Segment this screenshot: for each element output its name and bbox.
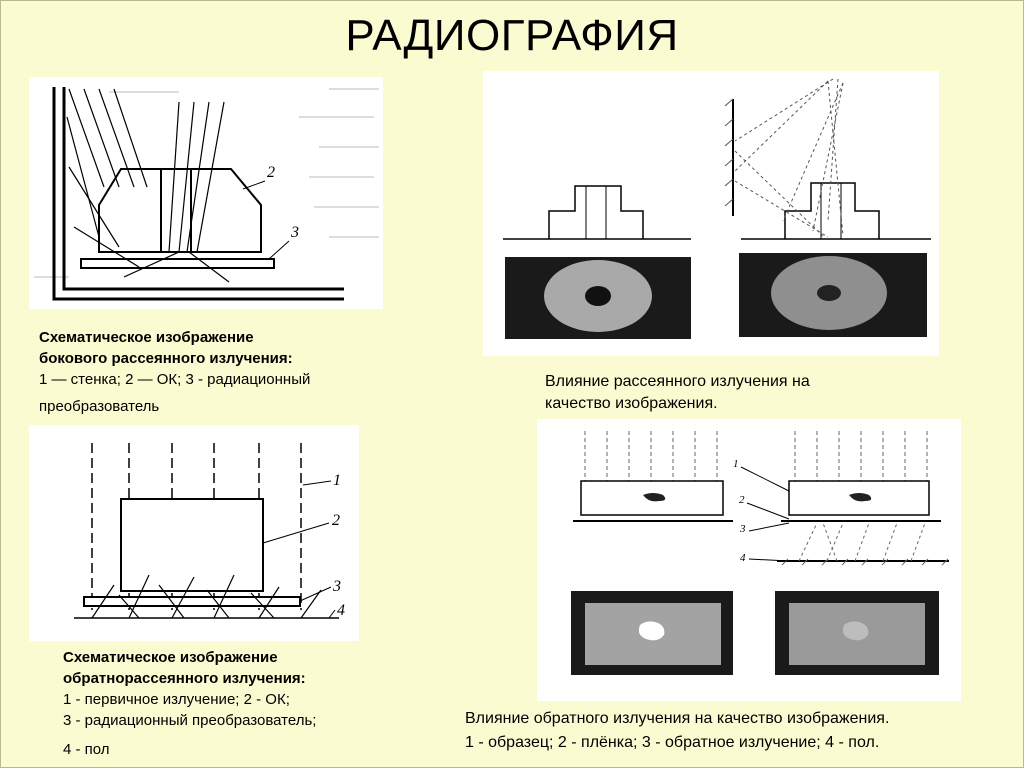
caption-line-3: 4 - пол xyxy=(63,741,110,758)
scatter-influence-figure xyxy=(483,71,939,356)
caption-line-1: 1 - первичное излучение; 2 - ОК; xyxy=(63,691,290,708)
backscatter-influence-caption: Влияние обратного излучения на качество … xyxy=(465,707,1015,755)
scatter-influence-diagram xyxy=(503,78,931,339)
caption-line-2: качество изображения. xyxy=(545,395,718,412)
backscatter-figure: 1 2 3 4 xyxy=(29,425,359,641)
callout-4: 4 xyxy=(337,602,345,619)
caption-line-1: 1 — стенка; 2 — ОК; 3 - радиационный xyxy=(39,371,311,388)
callout-2: 2 xyxy=(332,512,340,529)
backscatter-influence-diagram: 1 2 3 4 xyxy=(571,431,949,675)
caption-title-1: Схематическое изображение xyxy=(63,649,278,666)
side-scatter-diagram: 2 3 xyxy=(34,87,379,301)
callout-2: 2 xyxy=(267,164,275,181)
side-scatter-figure: 2 3 xyxy=(29,77,383,309)
caption-title-1: Схематическое изображение xyxy=(39,329,254,346)
callout-1: 1 xyxy=(733,458,739,470)
backscatter-influence-figure: 1 2 3 4 xyxy=(537,419,961,701)
callout-4: 4 xyxy=(740,552,746,564)
callout-1: 1 xyxy=(333,472,341,489)
backscatter-diagram: 1 2 3 4 xyxy=(74,443,345,619)
caption-line-2: 3 - радиационный преобразователь; xyxy=(63,712,317,729)
caption-title-2: обратнорассеянного излучения: xyxy=(63,670,306,687)
scatter-influence-caption: Влияние рассеянного излучения на качеств… xyxy=(545,371,925,415)
side-scatter-caption: Схематическое изображение бокового рассе… xyxy=(39,327,379,417)
slide-title: РАДИОГРАФИЯ xyxy=(345,11,679,60)
callout-3: 3 xyxy=(332,578,341,595)
caption-line-2: 1 - образец; 2 - плёнка; 3 - обратное из… xyxy=(465,734,880,751)
callout-2: 2 xyxy=(739,494,745,506)
callout-3: 3 xyxy=(739,523,746,535)
caption-line-1: Влияние рассеянного излучения на xyxy=(545,373,810,390)
backscatter-caption: Схематическое изображение обратнорассеян… xyxy=(63,647,383,760)
caption-title-2: бокового рассеянного излучения: xyxy=(39,350,293,367)
callout-3: 3 xyxy=(290,224,299,241)
caption-line-1: Влияние обратного излучения на качество … xyxy=(465,710,890,727)
caption-line-2: преобразователь xyxy=(39,398,160,415)
